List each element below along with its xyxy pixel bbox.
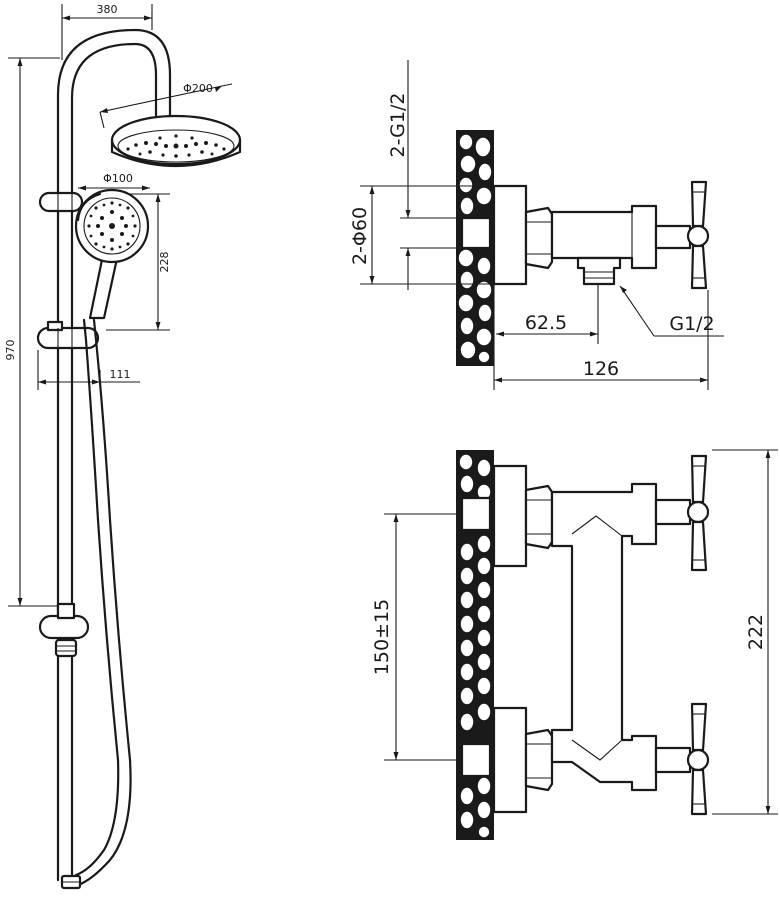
dim-62-5-label: 62.5 <box>525 312 567 334</box>
mixer-side-view: 2-G1/2 2-Φ60 62.5 G1/2 <box>349 60 724 390</box>
hex-nut <box>524 206 554 270</box>
lower-diverter <box>38 602 90 658</box>
cross-handle-lower <box>686 702 710 816</box>
dim-228-label: 228 <box>158 252 171 273</box>
cross-handle-upper <box>686 454 710 572</box>
dim-380-label: 380 <box>97 3 118 16</box>
dim-phi200-label: Φ200 <box>183 82 213 95</box>
cross-handle-side <box>686 180 710 290</box>
dimension-inlet-spacing: 150±15 <box>371 513 456 761</box>
upper-bracket <box>38 191 84 213</box>
shower-hose <box>74 318 132 887</box>
dim-111-label: 111 <box>110 368 131 381</box>
dim-126-label: 126 <box>583 358 619 380</box>
flange <box>492 184 528 286</box>
bottom-fitting <box>60 874 82 890</box>
dimension-overall-height: 222 <box>712 449 778 815</box>
middle-bracket <box>36 320 100 350</box>
mixer-front-view: 150±15 222 <box>371 449 778 840</box>
dim-150-15-label: 150±15 <box>371 599 393 675</box>
shower-column: 380 970 <box>4 3 242 890</box>
dimension-rain-head: Φ200 <box>99 82 233 129</box>
dim-222-label: 222 <box>745 614 767 650</box>
dim-phi100-label: Φ100 <box>103 172 133 185</box>
dimension-inlet-thread: 2-G1/2 <box>387 60 462 290</box>
dimension-top-width: 380 <box>61 3 153 60</box>
dimension-flange-diameter: 2-Φ60 <box>349 185 494 285</box>
callout-outlet-thread: G1/2 <box>619 285 724 337</box>
dimension-hand-drop: 228 <box>106 193 171 331</box>
outlet <box>576 256 622 286</box>
rain-shower-head <box>110 114 242 168</box>
dim-2-g1-2-label: 2-G1/2 <box>387 93 409 158</box>
dimension-total-height: 970 <box>4 57 60 607</box>
dim-970-label: 970 <box>4 340 17 361</box>
dim-2-phi60-label: 2-Φ60 <box>349 207 371 265</box>
riser-pipe <box>56 28 172 882</box>
dimension-hand-shower: Φ100 <box>78 172 150 191</box>
hand-shower <box>74 188 150 320</box>
dim-g1-2-label: G1/2 <box>669 313 714 335</box>
dimension-outlet-offset: 62.5 <box>496 284 599 344</box>
dimension-projection: 126 <box>493 284 709 390</box>
mixer-body-front <box>550 482 658 792</box>
